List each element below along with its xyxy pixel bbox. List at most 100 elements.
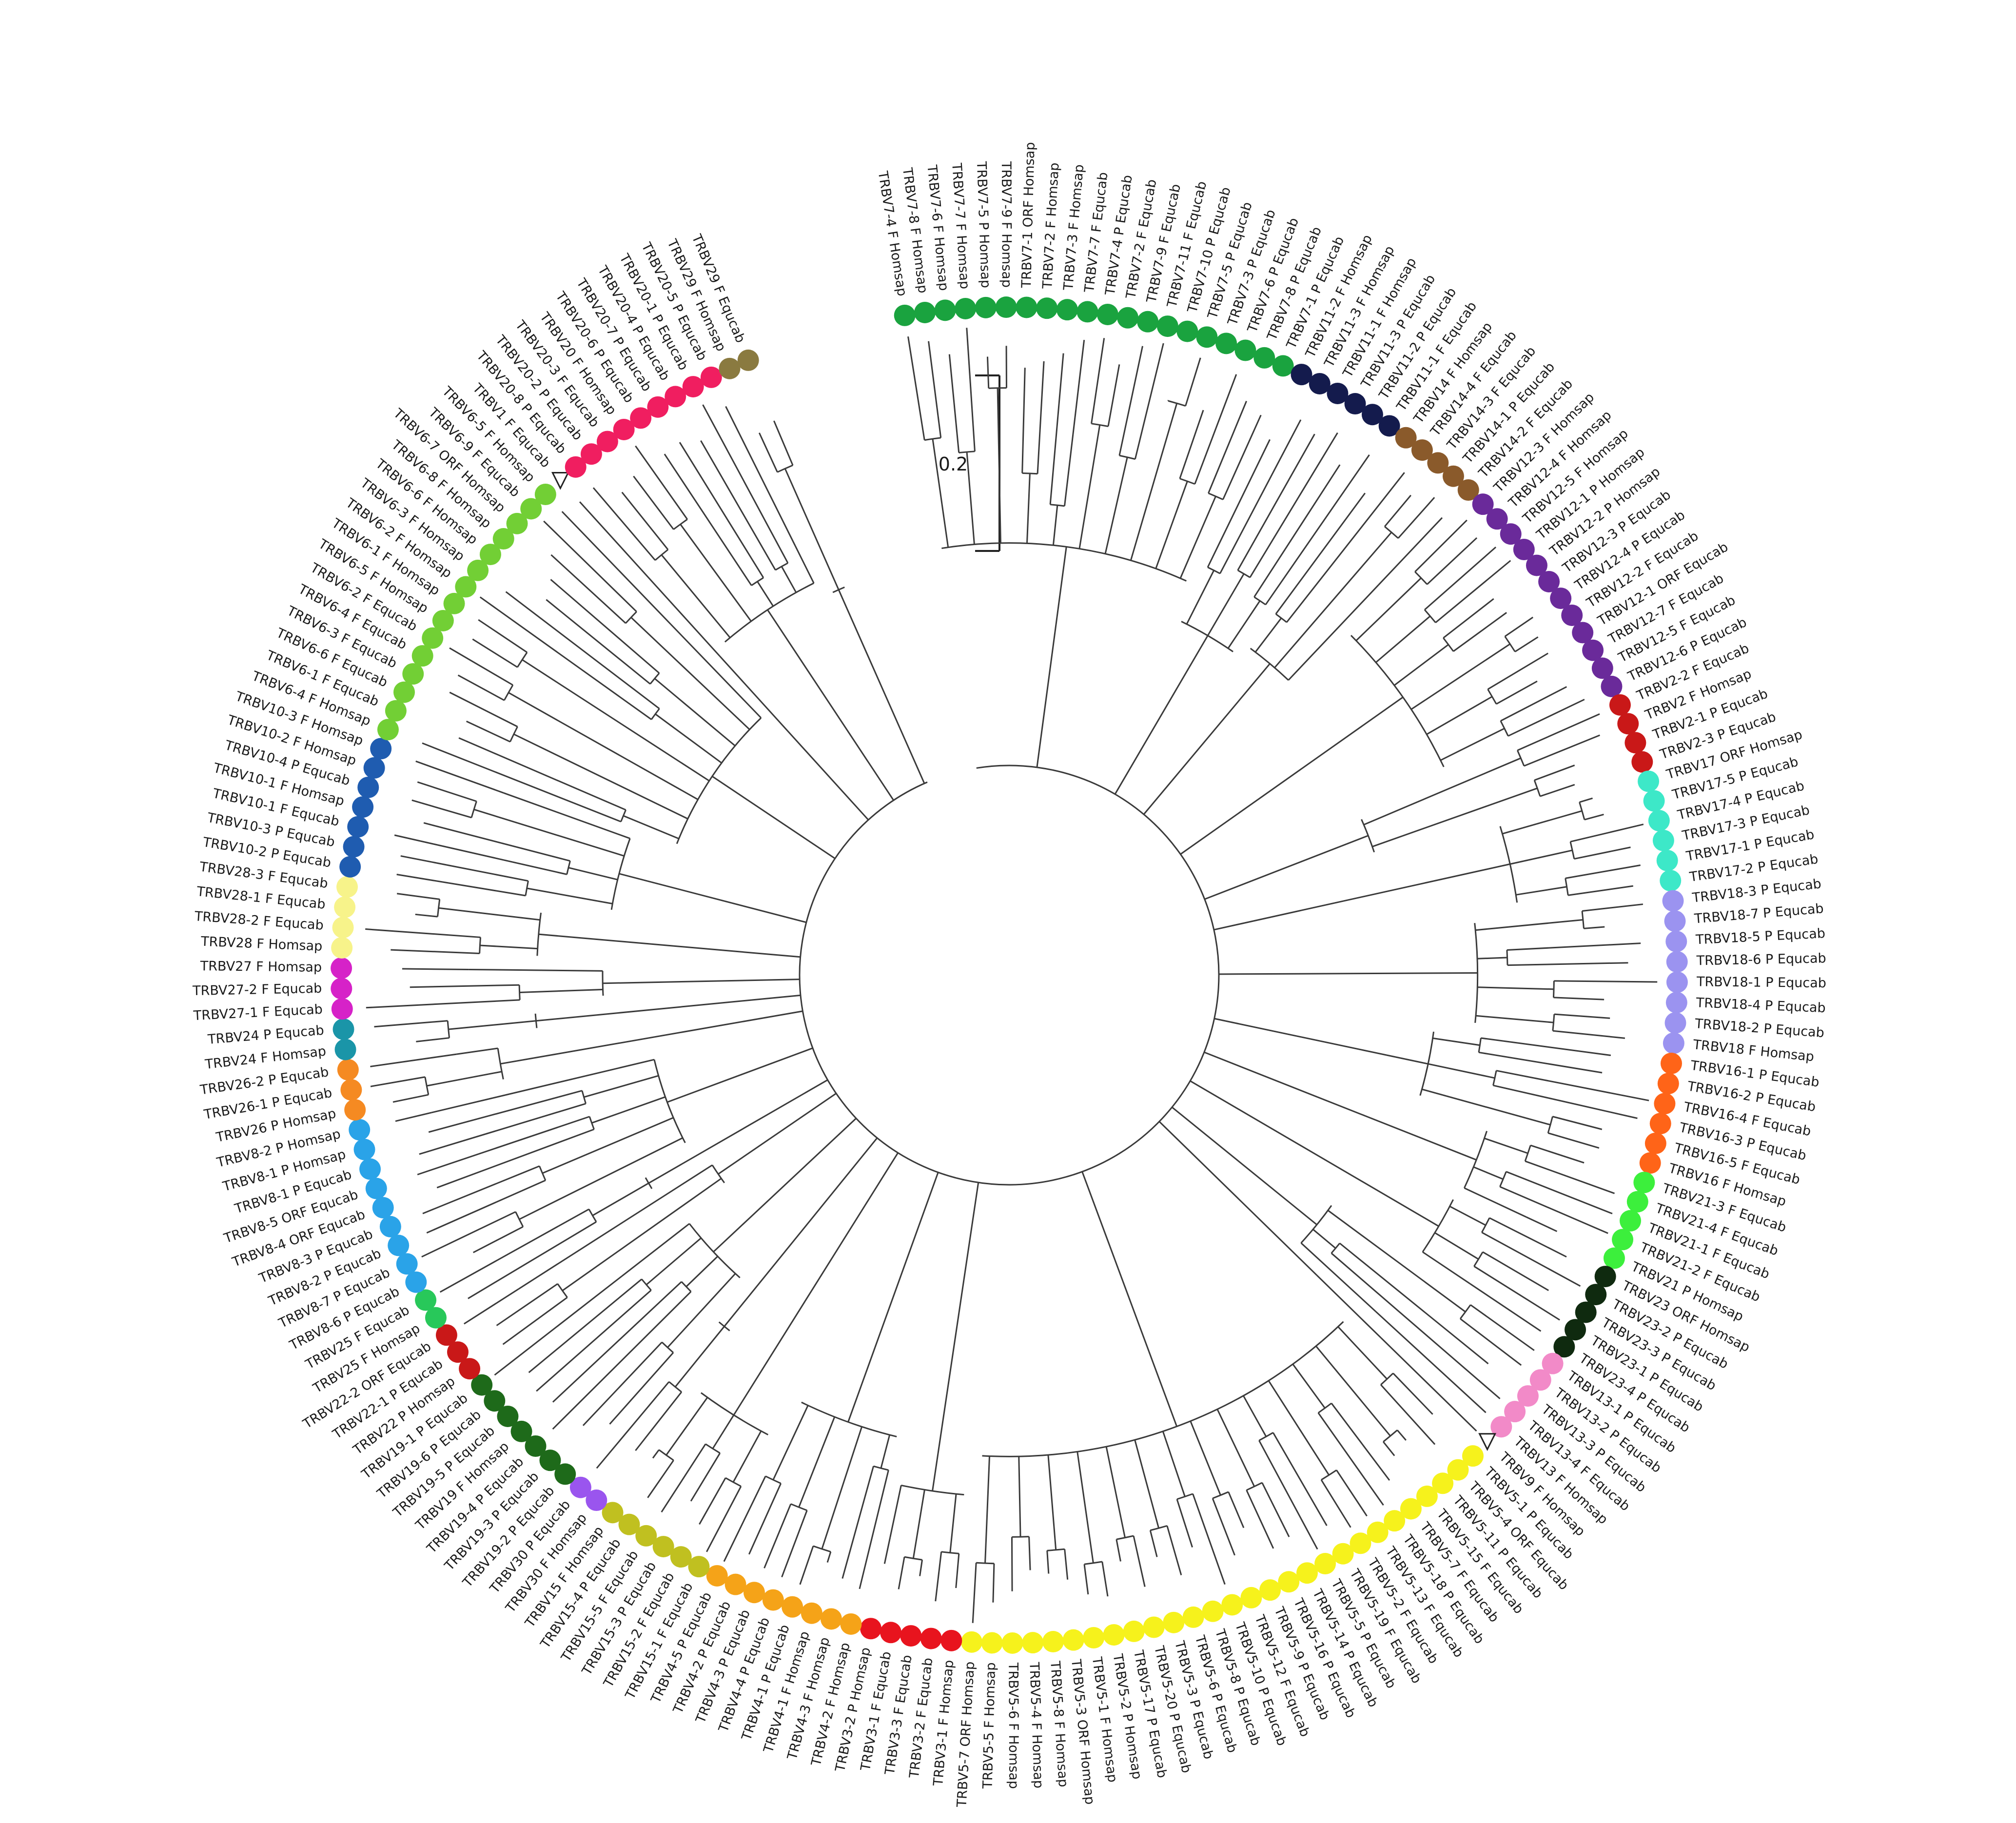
clade-stem bbox=[1190, 1080, 1439, 1227]
subclade-arc bbox=[503, 685, 514, 701]
leaf-branch bbox=[706, 1486, 742, 1552]
leaf-branch bbox=[439, 1208, 589, 1293]
leaf-marker bbox=[840, 1613, 862, 1635]
leaf-branch bbox=[1570, 823, 1644, 843]
leaf-marker bbox=[1652, 829, 1674, 851]
subclade-arc bbox=[1443, 637, 1454, 652]
subclade-stem bbox=[1268, 1380, 1330, 1476]
subclade-arc bbox=[790, 1503, 807, 1511]
subclade-stem bbox=[798, 1416, 836, 1508]
leaf-branch bbox=[458, 737, 626, 811]
subclade-stem bbox=[661, 554, 731, 638]
subclade-arc bbox=[1208, 492, 1224, 500]
subclade-stem bbox=[503, 792, 630, 840]
leaf-branch bbox=[1568, 885, 1633, 896]
leaf-marker bbox=[565, 456, 587, 478]
leaf-marker bbox=[1253, 347, 1275, 369]
leaf-branch bbox=[1565, 864, 1641, 879]
subclade-stem bbox=[712, 1414, 735, 1449]
leaf-branch bbox=[1083, 1564, 1089, 1595]
leaf-branch bbox=[1383, 1441, 1395, 1456]
leaf-branch bbox=[552, 1281, 682, 1403]
clade-stem bbox=[1036, 547, 1067, 767]
leaf-marker bbox=[1056, 299, 1078, 321]
leaf-branch bbox=[416, 1037, 450, 1042]
leaf-branch bbox=[400, 855, 528, 882]
leaf-branch bbox=[1286, 472, 1405, 623]
leaf-marker bbox=[1176, 320, 1198, 342]
leaf-branch bbox=[919, 1560, 923, 1576]
leaf-branch bbox=[1554, 1013, 1610, 1019]
leaf-branch bbox=[449, 647, 513, 686]
subclade-stem bbox=[1440, 727, 1505, 761]
leaf-marker bbox=[801, 1602, 822, 1624]
leaf-marker bbox=[688, 1556, 710, 1578]
leaf-branch bbox=[1414, 519, 1468, 572]
leaf-branch bbox=[505, 591, 660, 709]
leaf-marker bbox=[1542, 1353, 1564, 1374]
subclade-arc bbox=[1499, 1171, 1507, 1187]
leaf-branch bbox=[1331, 1403, 1390, 1481]
subclade-stem bbox=[1327, 1210, 1466, 1313]
leaf-branch bbox=[582, 1341, 663, 1426]
subclade-arc bbox=[705, 1443, 721, 1454]
leaf-marker bbox=[880, 1622, 902, 1644]
leaf-marker bbox=[1221, 1594, 1243, 1616]
root-ring bbox=[799, 764, 1220, 1186]
leaf-branch bbox=[410, 984, 520, 988]
leaf-marker bbox=[432, 609, 454, 631]
leaf-marker bbox=[1472, 493, 1494, 515]
subclade-stem bbox=[1432, 1037, 1480, 1046]
leaf-marker bbox=[1240, 1587, 1262, 1608]
leaf-marker bbox=[1309, 372, 1331, 394]
leaf-branch bbox=[1064, 1549, 1069, 1580]
root-arc bbox=[799, 764, 1220, 1186]
subclade-stem bbox=[1422, 1088, 1551, 1126]
leaf-branch bbox=[550, 554, 626, 624]
subclade-arc bbox=[518, 985, 521, 1000]
leaf-branch bbox=[449, 691, 518, 727]
leaf-branch bbox=[365, 928, 481, 938]
leaf-branch bbox=[679, 442, 764, 578]
leaf-branch bbox=[417, 1116, 590, 1176]
leaf-marker bbox=[975, 296, 997, 318]
clade-arc bbox=[718, 1321, 730, 1332]
subclade-arc bbox=[1084, 1561, 1102, 1565]
subclade-arc bbox=[1424, 609, 1436, 623]
subclade-arc bbox=[777, 464, 793, 473]
leaf-branch bbox=[992, 1563, 995, 1603]
scale-bar-label: 0.2 bbox=[939, 453, 968, 475]
subclade-stem bbox=[1105, 1446, 1126, 1538]
leaf-branch bbox=[1473, 1265, 1560, 1321]
leaf-marker bbox=[1123, 1620, 1145, 1642]
leaf-marker bbox=[405, 1271, 427, 1293]
leaf-label: TRBV7-5 P Homsap bbox=[974, 161, 993, 289]
leaf-branch bbox=[633, 475, 674, 530]
leaf-branch bbox=[652, 1449, 660, 1459]
leaf-branch bbox=[436, 1128, 594, 1189]
subclade-stem bbox=[1509, 849, 1573, 865]
leaf-marker bbox=[1529, 1369, 1551, 1391]
leaf-marker bbox=[1633, 1172, 1655, 1194]
leaf-branch bbox=[781, 1510, 808, 1578]
subclade-arc bbox=[1504, 636, 1516, 652]
leaf-marker bbox=[894, 304, 916, 326]
subclade-stem bbox=[519, 1137, 683, 1220]
leaf-marker bbox=[1395, 427, 1417, 449]
leaf-branch bbox=[1208, 401, 1247, 494]
leaf-marker bbox=[1657, 1073, 1679, 1095]
leaf-branch bbox=[1064, 340, 1085, 507]
subclade-arc bbox=[1050, 504, 1065, 507]
leaf-branch bbox=[1553, 997, 1605, 1000]
clade-arc bbox=[534, 1013, 538, 1028]
clade-stem bbox=[666, 1047, 813, 1103]
subclade-arc bbox=[751, 577, 764, 586]
clade-stem bbox=[719, 655, 869, 821]
leaf-branch bbox=[664, 453, 752, 586]
subclade-stem bbox=[674, 1326, 725, 1388]
leaf-marker bbox=[372, 1196, 394, 1218]
subclade-stem bbox=[519, 988, 603, 994]
leaf-marker bbox=[940, 1629, 962, 1651]
leaf-branch bbox=[1499, 1186, 1608, 1234]
leaf-marker bbox=[1565, 1319, 1586, 1341]
